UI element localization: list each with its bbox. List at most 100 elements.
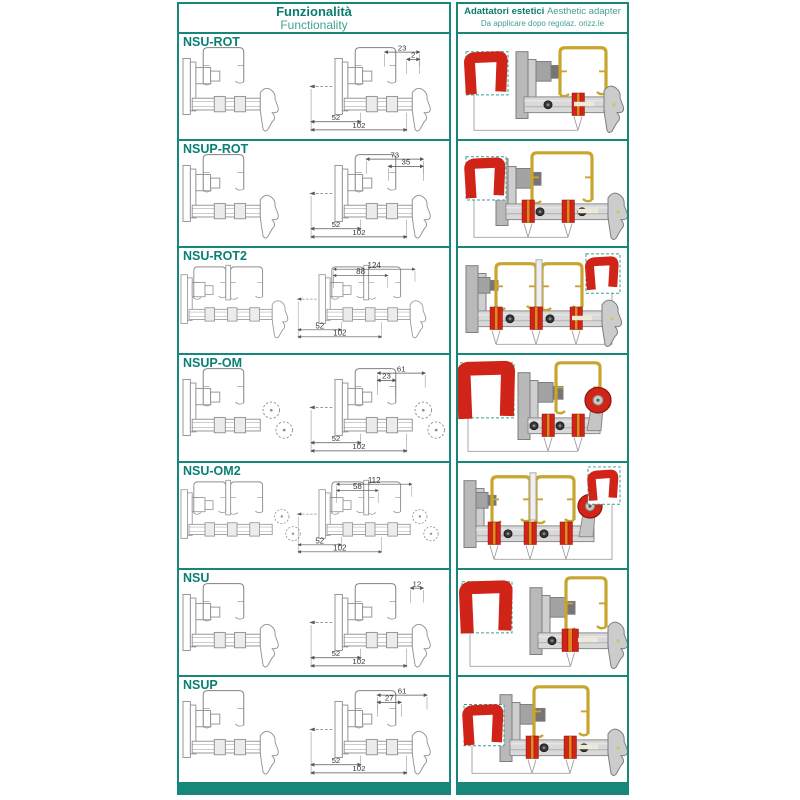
adapter-band [529,307,543,331]
footer-bar-left [179,782,449,793]
brand-label [578,744,598,750]
line-drawing [182,47,279,132]
extension-lines [310,161,424,239]
arm-drawing [191,95,261,113]
adapter-row-nsu [458,570,627,677]
brand-label [572,316,592,321]
frame-profile [354,47,397,86]
dimension: 102 [310,228,408,239]
hook-arm [259,87,279,132]
dimension: 52 [297,322,343,332]
adapter-band [571,414,585,438]
screw-icon [616,746,620,750]
svg-text:12: 12 [413,579,422,588]
frame-profile [354,582,397,622]
adjustment-rod [309,406,335,410]
dimension: 102 [310,764,408,775]
hook-arm [607,728,627,776]
reference-lines [471,745,575,774]
footer-bar-right [458,782,627,793]
svg-text:102: 102 [333,329,346,338]
extension-lines [310,375,426,454]
hook-arm [259,730,279,775]
red-clip-icon [458,580,513,634]
frame-profile [494,262,538,312]
roller-ghost [412,508,439,541]
adapter-illustration [458,575,627,669]
extension-lines [310,589,424,668]
svg-text:58: 58 [353,482,362,491]
adapter-row-nsup [458,677,627,782]
svg-text:61: 61 [398,686,407,695]
arm-drawing [188,521,273,537]
dimension: 12 [409,579,425,590]
hook-arm [607,192,627,241]
hook-arm [411,730,431,775]
svg-text:52: 52 [332,649,341,658]
adjustment-rod [296,297,319,301]
hook-arm [411,623,431,668]
adjustment-rod [296,512,319,516]
frame-profile [532,685,590,739]
svg-text:52: 52 [315,536,324,545]
screw-icon [616,210,620,214]
svg-text:102: 102 [352,228,365,237]
aesthetic-adapter-clip [463,51,509,96]
arm-drawing [191,738,261,756]
arm-drawing [343,203,413,220]
adapter-band [541,414,555,438]
line-drawing [182,582,279,668]
red-clip-icon [463,51,508,95]
hook-arm [411,195,431,239]
frame-profile [202,582,245,622]
svg-text:2: 2 [411,51,415,60]
mount-body [517,372,564,441]
frame-profile [354,368,397,407]
adjustment-rod [309,84,335,89]
frame-profile [202,368,245,407]
red-clip-icon [584,256,619,291]
adapter-row-nsup-om [458,355,627,463]
dimension: 52 [310,649,362,660]
dimension: 73 [365,151,425,162]
adapter-illustration [465,253,623,348]
svg-text:52: 52 [332,113,341,122]
red-clip-icon [464,157,506,199]
extension-lines [310,53,420,132]
line-drawing [180,479,301,541]
line-drawing [180,265,289,339]
model-label-nsu: NSU [183,570,210,585]
reference-lines [473,200,573,238]
mount-body [463,479,497,548]
adjustment-rod [309,727,335,732]
brand-label [578,637,598,642]
svg-text:27: 27 [385,694,394,703]
adapter-row-nsu-om2 [458,463,627,570]
dimension: 102 [297,329,383,339]
screw-icon [616,638,620,643]
adapter-row-nsu-rot [458,34,627,142]
reference-lines [473,94,583,131]
adapter-band [561,199,575,223]
aesthetic-adapter-clip [464,156,507,201]
adapter-band [523,521,537,545]
brand-label [578,208,598,214]
adjustment-rod [309,620,335,624]
adapter-band [487,521,501,545]
aesthetic-adapter-clip [458,361,516,420]
arm-drawing [343,95,413,113]
screw-icon [612,103,616,107]
frame-profile [564,575,608,632]
adapter-drawing-nsu-om2 [463,466,621,560]
